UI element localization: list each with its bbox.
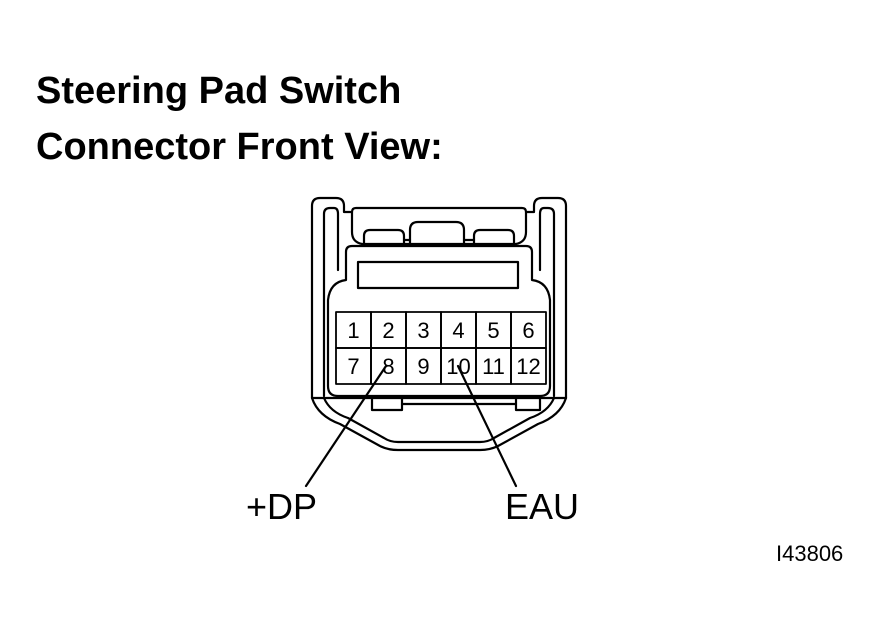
terminal-number: 5 — [487, 318, 499, 343]
connector-housing-inner — [322, 206, 556, 398]
terminal-number: 2 — [382, 318, 394, 343]
leader-line-eau — [456, 364, 518, 488]
terminal-number: 7 — [347, 354, 359, 379]
terminal-number: 4 — [452, 318, 464, 343]
terminal-number: 9 — [417, 354, 429, 379]
terminal-number: 6 — [522, 318, 534, 343]
latch-bump-left — [362, 228, 406, 246]
callout-label-dp: +DP — [246, 486, 318, 527]
latch-bump-center — [408, 220, 466, 246]
figure-id: I43806 — [776, 541, 844, 566]
connector-key-slot — [356, 260, 520, 290]
bottom-tab-left — [370, 396, 404, 412]
connector-bottom-skirt — [310, 396, 568, 452]
latch-bump-right — [472, 228, 516, 246]
terminal-number: 1 — [347, 318, 359, 343]
connector-lock-latch — [350, 210, 528, 246]
connector-main-cavity — [326, 244, 552, 398]
bottom-tab-right — [514, 396, 542, 412]
title-line-1: Steering Pad Switch — [36, 70, 402, 112]
terminal-number: 11 — [482, 354, 505, 379]
terminal-number: 8 — [382, 354, 394, 379]
title-line-2: Connector Front View: — [36, 126, 443, 168]
connector-housing-outer — [310, 196, 568, 400]
terminal-cell — [510, 347, 547, 385]
callout-label-eau: EAU — [505, 486, 580, 527]
terminal-number: 12 — [516, 354, 540, 379]
connector-bottom-inner — [322, 396, 556, 444]
leader-line-dp — [304, 364, 388, 488]
terminal-number: 3 — [417, 318, 429, 343]
